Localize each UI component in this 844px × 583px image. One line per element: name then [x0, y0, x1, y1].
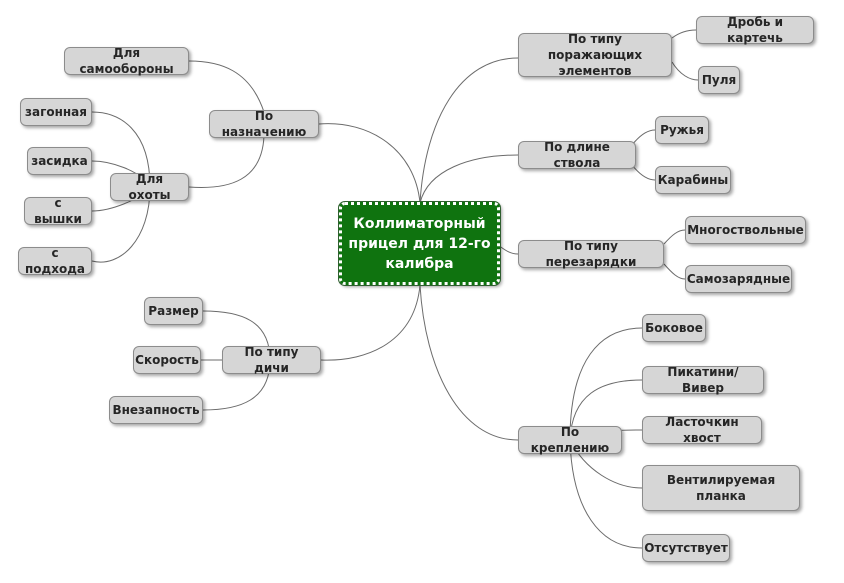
node-picatinny-weaver[interactable]: Пикатини/Вивер	[642, 365, 764, 395]
node-game-type[interactable]: По типу дичи	[222, 345, 321, 375]
link-elems-bullet	[671, 61, 699, 81]
link-central-mount	[419, 284, 519, 441]
link-central-game	[320, 284, 421, 361]
node-speed[interactable]: Скорость	[133, 346, 201, 374]
node-side-mount[interactable]: Боковое	[642, 314, 706, 342]
link-mount-absent	[569, 439, 643, 549]
node-vent-rib[interactable]: Вентилируемая планка	[642, 465, 800, 511]
node-absent[interactable]: Отсутствует	[642, 534, 730, 562]
node-bullet[interactable]: Пуля	[698, 66, 740, 94]
node-driven-hunt[interactable]: загонная	[20, 98, 92, 126]
node-size[interactable]: Размер	[144, 297, 203, 325]
central-node[interactable]: Коллиматорный прицел для 12-го калибра	[338, 201, 501, 286]
link-purpose-selfdef	[188, 60, 265, 113]
node-shotguns[interactable]: Ружья	[655, 116, 709, 144]
link-elems-shot	[671, 29, 697, 39]
link-reload-multi	[663, 229, 686, 245]
node-mount[interactable]: По креплению	[518, 425, 622, 455]
node-reload-type[interactable]: По типу перезарядки	[518, 239, 664, 269]
node-barrel-length[interactable]: По длине ствола	[518, 140, 636, 170]
node-from-tower[interactable]: с вышки	[24, 196, 92, 226]
link-central-reload	[497, 244, 519, 255]
node-type-of-elements[interactable]: По типу поражающих элементов	[518, 32, 672, 78]
link-hunting-driven	[91, 111, 151, 188]
node-purpose[interactable]: По назначению	[209, 109, 319, 139]
node-shot-and-buckshot[interactable]: Дробь и картечь	[696, 15, 814, 45]
link-mount-side	[569, 327, 643, 441]
link-central-purpose	[318, 123, 421, 204]
link-reload-self	[663, 263, 686, 280]
node-carbines[interactable]: Карабины	[655, 166, 731, 194]
node-self-defense[interactable]: Для самообороны	[64, 46, 189, 76]
link-purpose-hunting	[188, 135, 265, 188]
link-barrel-guns	[631, 129, 656, 146]
link-hunting-stalk	[91, 186, 151, 263]
node-suddenness[interactable]: Внезапность	[109, 396, 203, 424]
node-dovetail[interactable]: Ласточкин хвост	[642, 415, 762, 445]
link-central-type-elems	[419, 57, 519, 204]
node-ambush[interactable]: засидка	[27, 147, 92, 175]
link-central-barrel	[419, 154, 519, 204]
node-multibarrel[interactable]: Многоствольные	[685, 216, 806, 244]
node-semiauto[interactable]: Самозарядные	[685, 265, 792, 293]
link-barrel-carbines	[631, 164, 656, 181]
node-stalking[interactable]: с подхода	[18, 246, 92, 276]
node-hunting[interactable]: Для охоты	[110, 172, 189, 202]
